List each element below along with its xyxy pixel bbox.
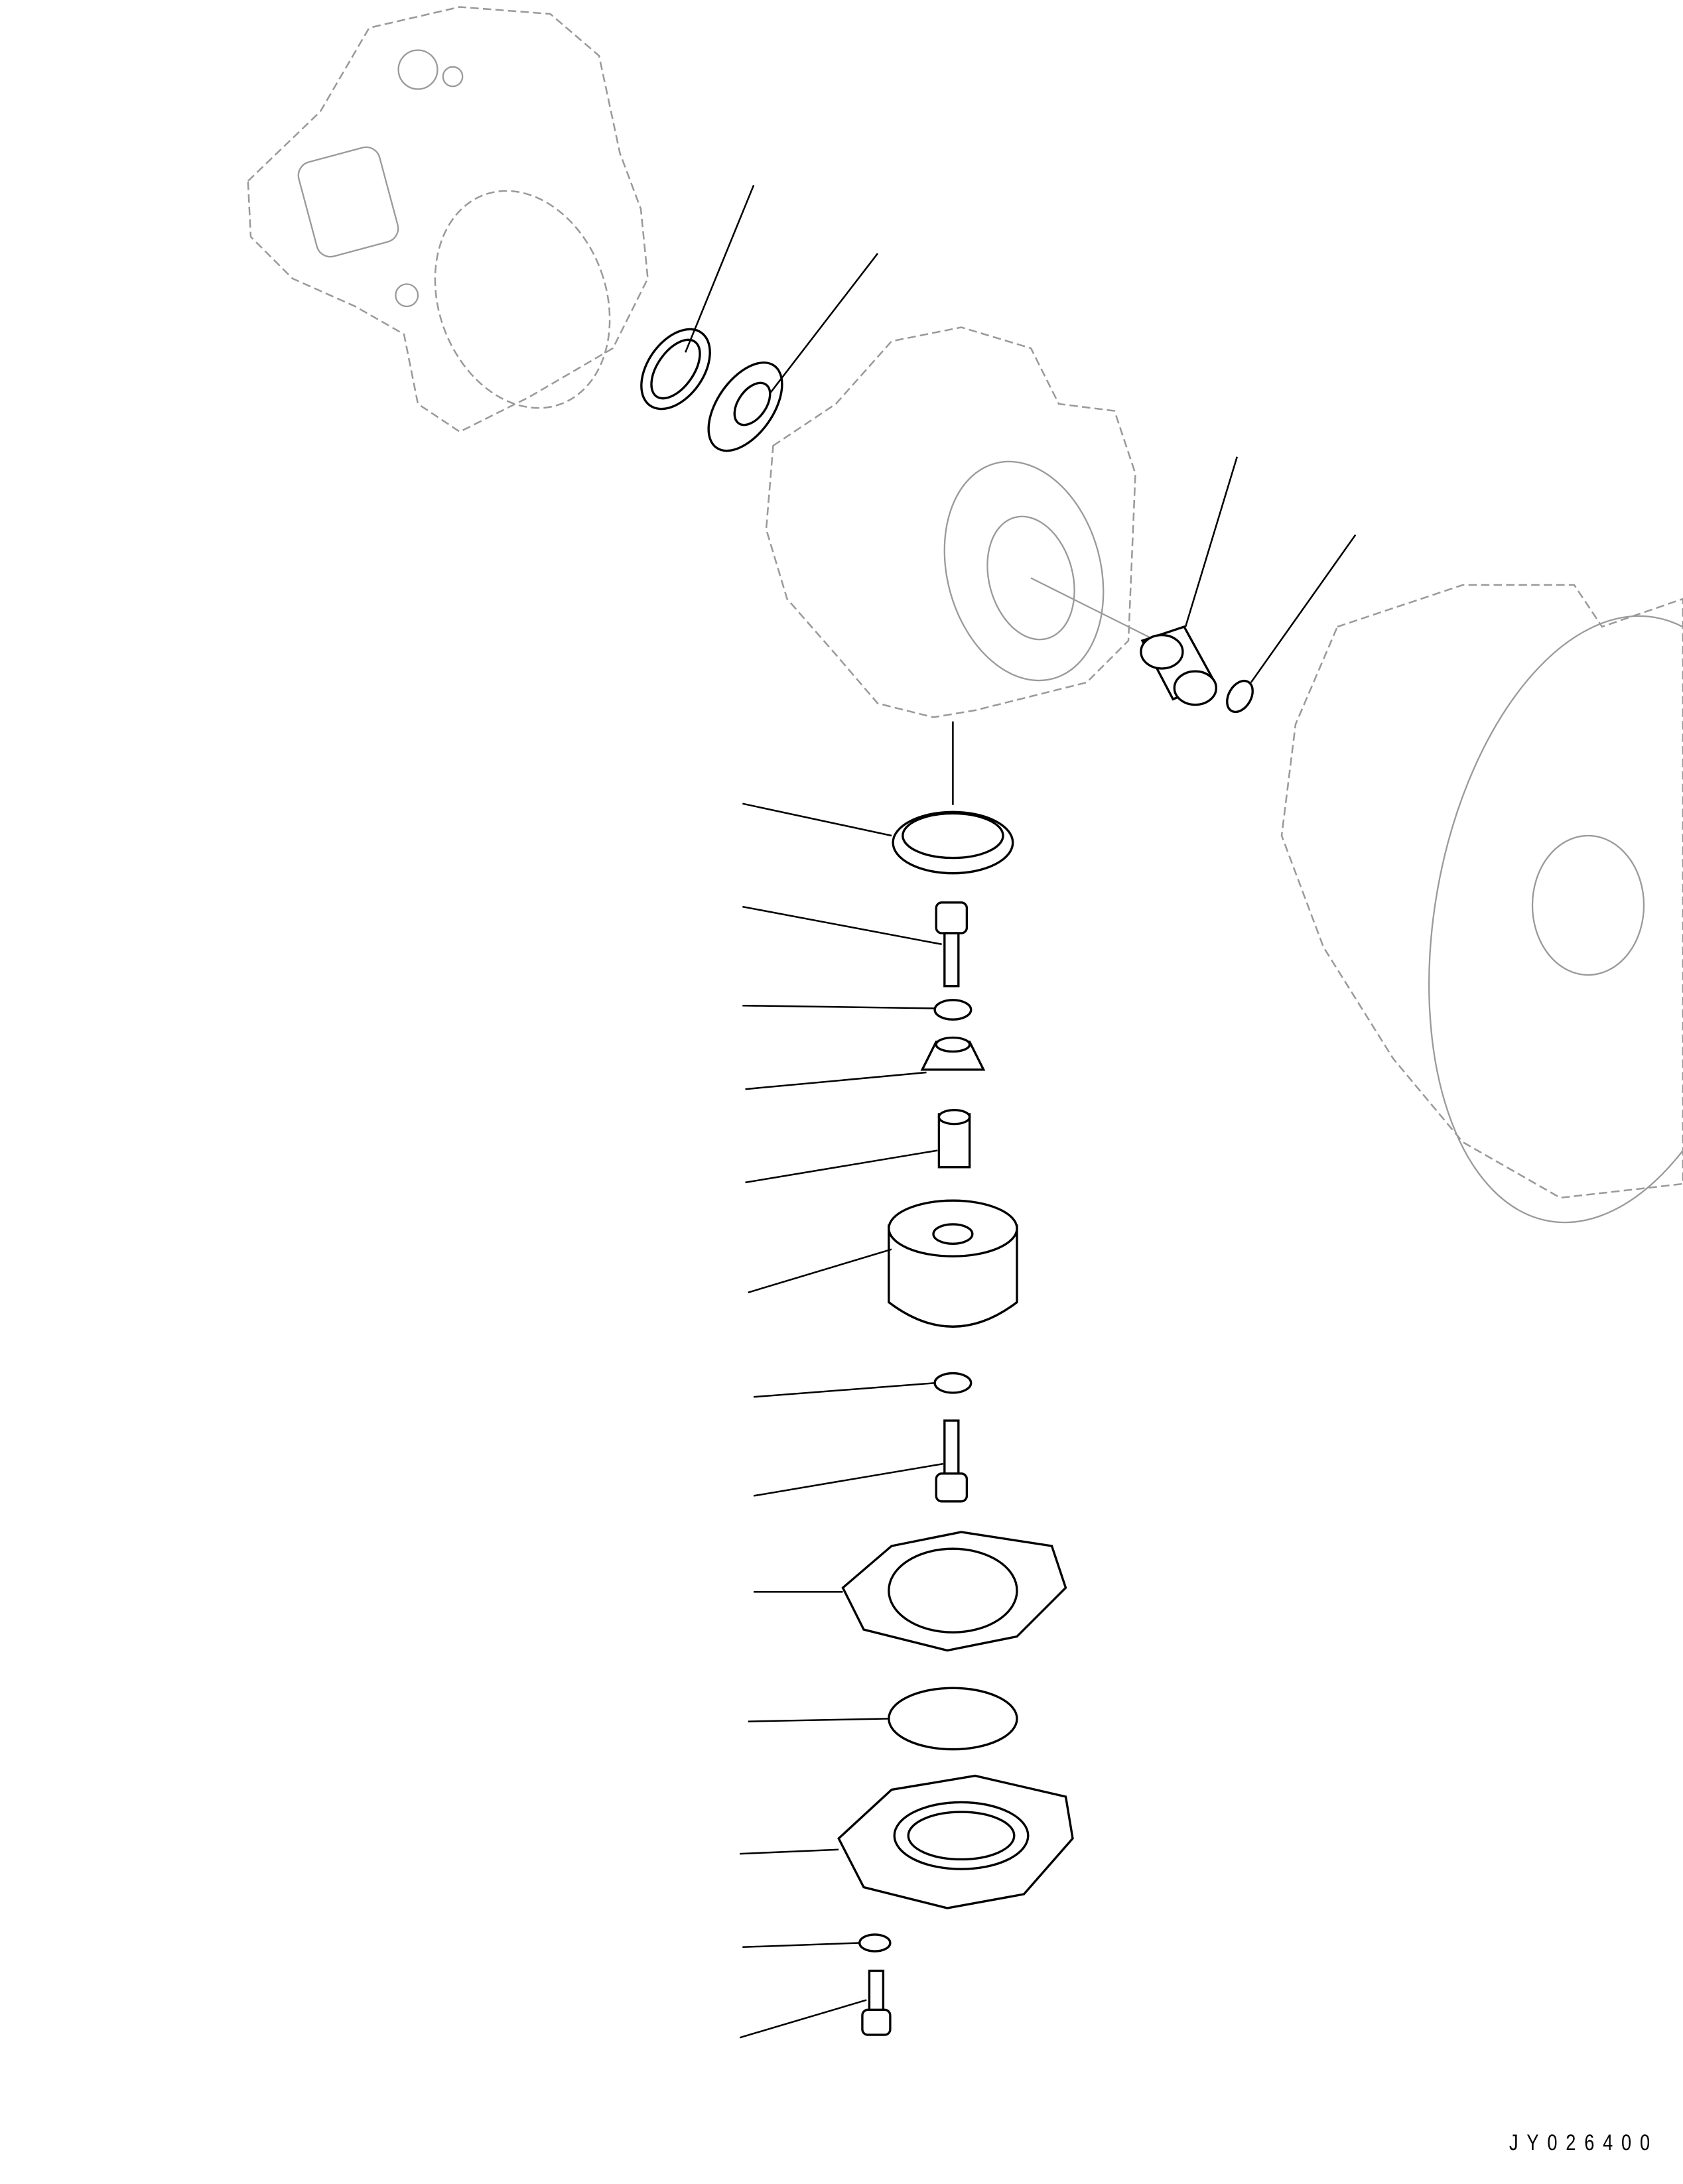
seal-ring (892, 810, 1014, 875)
tapered-bearing-cone (707, 361, 783, 452)
bearing (920, 1036, 986, 1071)
o-ring (888, 1687, 1018, 1751)
washer (858, 1933, 892, 1953)
impeller (888, 1199, 1018, 1328)
thrust-washer (640, 328, 711, 411)
bolt (861, 1969, 892, 2036)
drawing-code: JY026400 (1509, 2130, 1658, 2155)
leader-lines (685, 184, 1357, 2039)
flywheel-housing (1280, 584, 1683, 1224)
bolt (935, 1419, 969, 1503)
o-ring-small (1226, 679, 1254, 714)
bolt (935, 901, 969, 988)
gasket (841, 1531, 1067, 1652)
pump-housing (765, 326, 1157, 718)
bushing (1140, 625, 1217, 706)
sleeve (937, 1109, 971, 1169)
washer (933, 1372, 973, 1394)
cover-flange (837, 1774, 1074, 1909)
pump-housing-rear (247, 6, 649, 433)
washer (933, 999, 973, 1021)
